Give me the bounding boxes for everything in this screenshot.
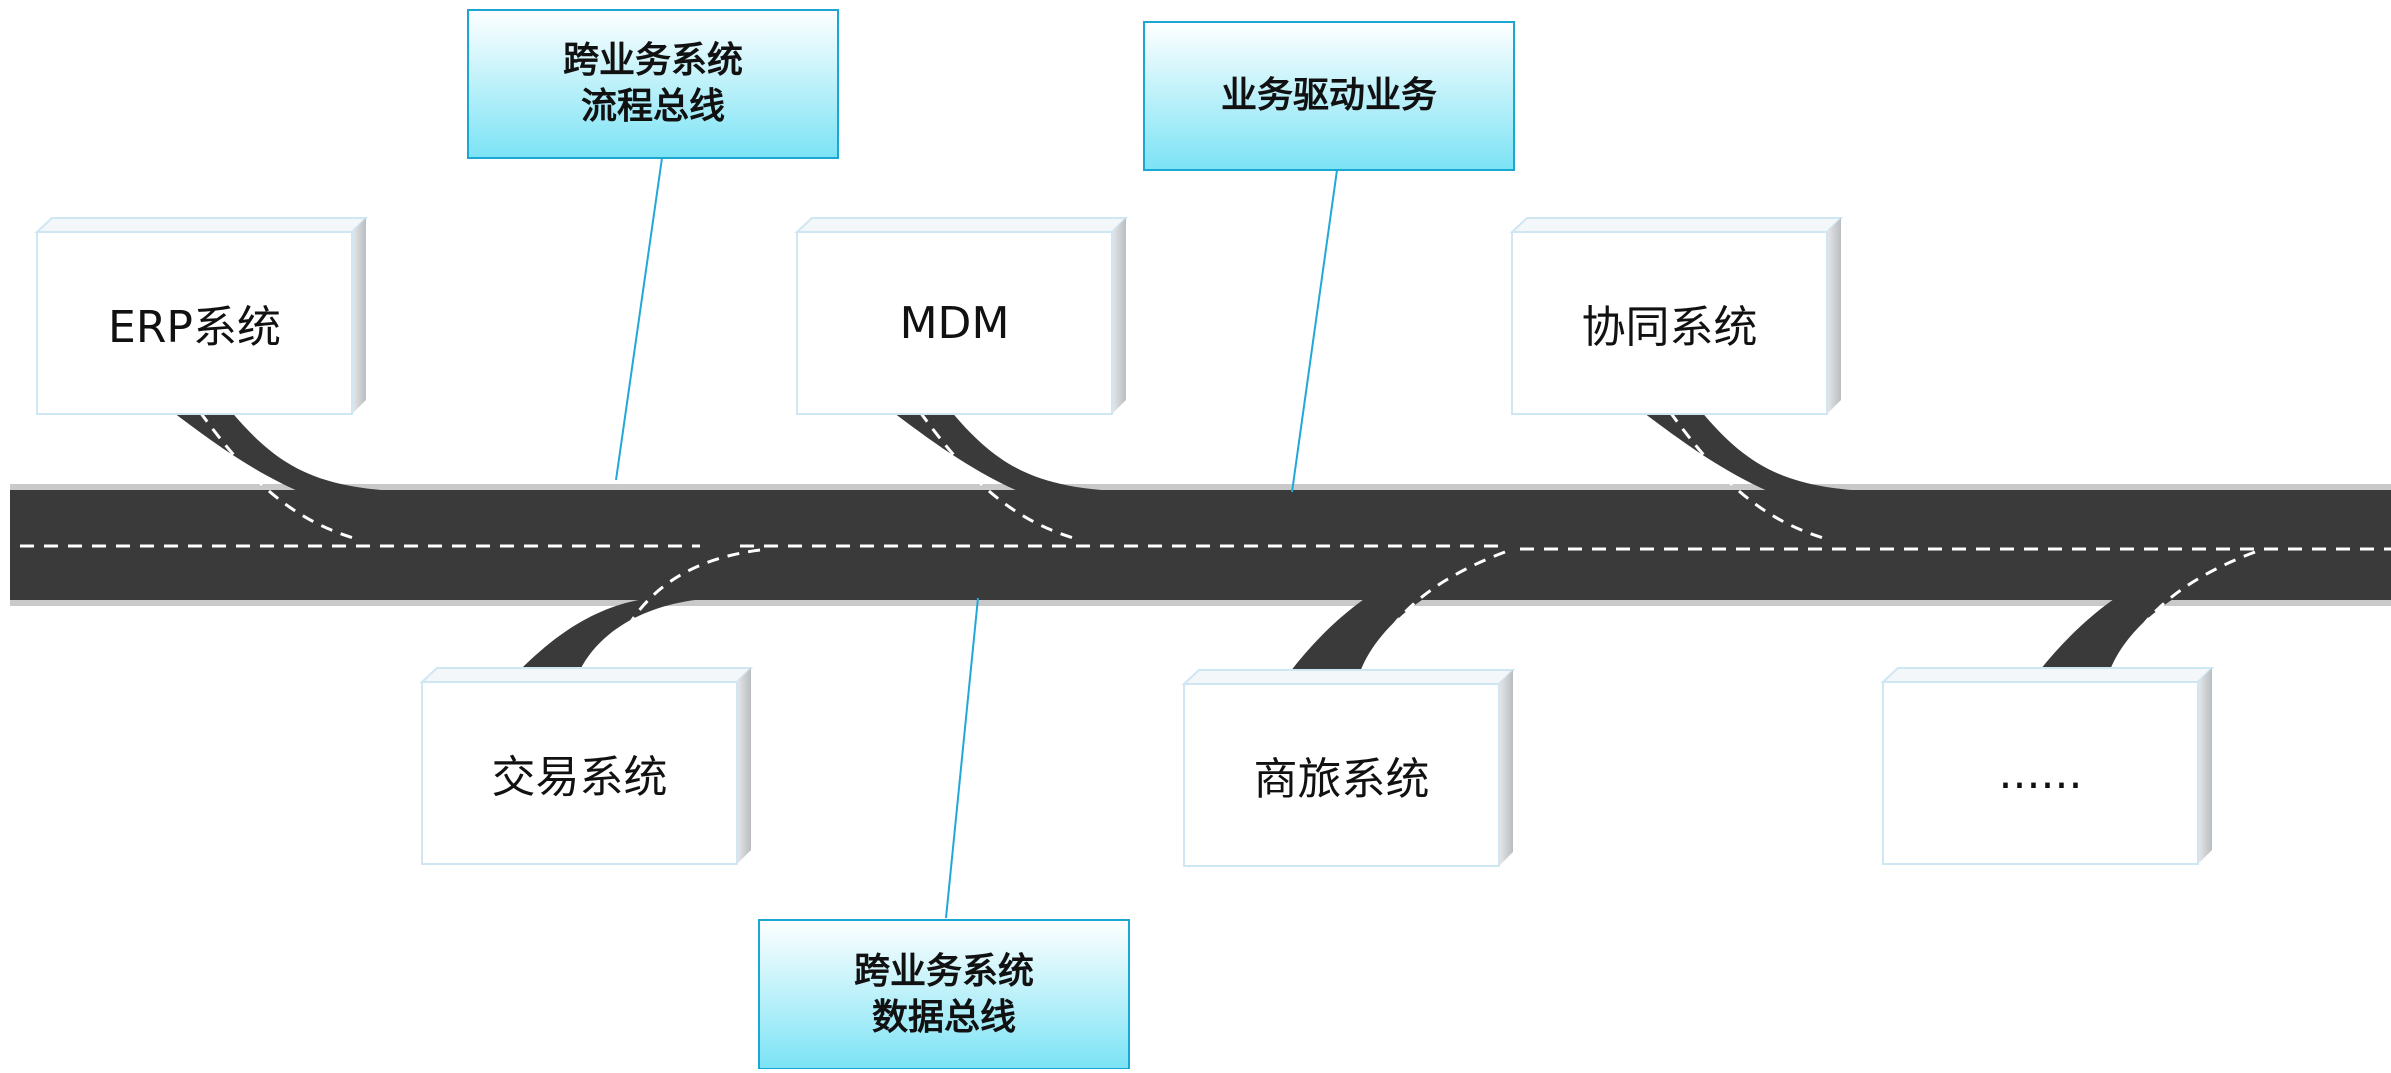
lane-marking — [1368, 550, 1506, 671]
lane-marking — [918, 411, 1081, 542]
callout-box-process-bus — [467, 9, 839, 159]
lane-marking — [2118, 550, 2256, 669]
callout-box-business-drive — [1143, 21, 1515, 171]
main-road — [10, 410, 2391, 672]
system-box-collab — [1509, 217, 1844, 415]
ramp-trading — [520, 598, 720, 670]
lane-marking — [1668, 411, 1831, 542]
system-box-mdm — [794, 217, 1129, 415]
leader-business-drive — [1291, 169, 1338, 493]
ramp-travel — [1290, 560, 1510, 672]
leader-data-bus — [945, 597, 979, 919]
leader-process-bus — [615, 157, 663, 481]
ramp-mdm — [890, 410, 1140, 492]
ramp-collab — [1640, 410, 1890, 492]
system-box-travel — [1181, 669, 1516, 867]
system-box-erp — [34, 217, 369, 415]
lane-marking — [198, 411, 361, 542]
leader-lines — [615, 157, 1338, 919]
lane-marking — [608, 548, 761, 669]
system-box-more — [1880, 667, 2215, 865]
callout-box-data-bus — [758, 919, 1130, 1070]
ramp-erp — [170, 410, 420, 492]
ramp-more — [2040, 560, 2260, 670]
system-box-trading — [419, 667, 754, 865]
